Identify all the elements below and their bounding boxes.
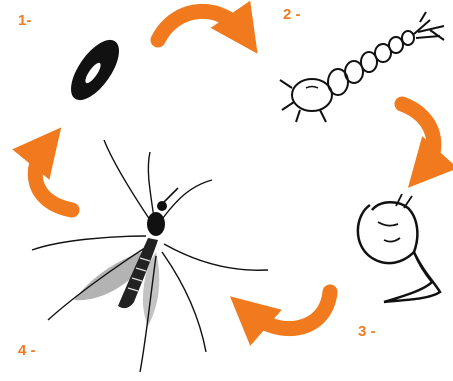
egg-icon	[62, 32, 128, 108]
arrow-3-to-4	[248, 292, 330, 329]
stage-4-label: 4 -	[18, 342, 36, 359]
stage-1-label: 1-	[18, 12, 31, 29]
stage-2-label: 2 -	[283, 6, 301, 23]
arrow-1-to-2	[158, 11, 244, 40]
stage-3-label: 3 -	[358, 323, 376, 340]
arrow-4-to-1	[35, 146, 72, 210]
adult-mosquito-icon	[32, 140, 268, 372]
arrow-2-to-3	[402, 104, 434, 170]
pupa-icon	[358, 194, 440, 302]
